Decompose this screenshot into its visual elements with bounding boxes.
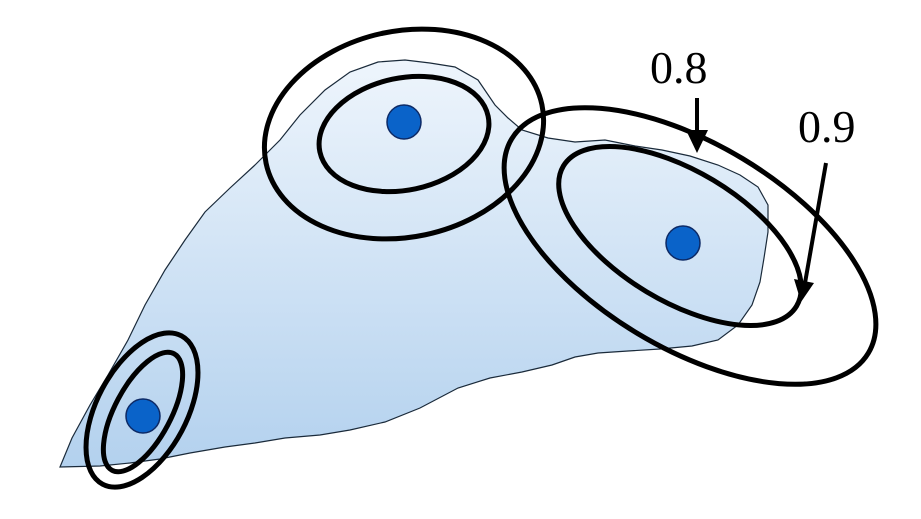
arrow-outer-shaft — [803, 162, 828, 284]
cluster-right-inner-ring — [556, 143, 804, 329]
data-region — [59, 59, 769, 468]
cluster-right-center — [665, 225, 701, 261]
cluster-top-outer-ring — [261, 26, 547, 242]
cluster-bottom-center — [125, 398, 161, 434]
label-outer-probability: 0.9 — [798, 101, 856, 152]
cluster-bottom-outer-ring — [83, 330, 201, 490]
cluster-right-outer-ring — [501, 105, 879, 387]
arrow-outer-head — [794, 279, 814, 302]
label-inner-probability: 0.8 — [650, 42, 708, 93]
cluster-top-center — [386, 104, 422, 140]
cluster-top-inner-ring — [316, 73, 492, 195]
arrow-inner-head — [686, 130, 708, 153]
cluster-bottom-inner-ring — [100, 349, 186, 475]
